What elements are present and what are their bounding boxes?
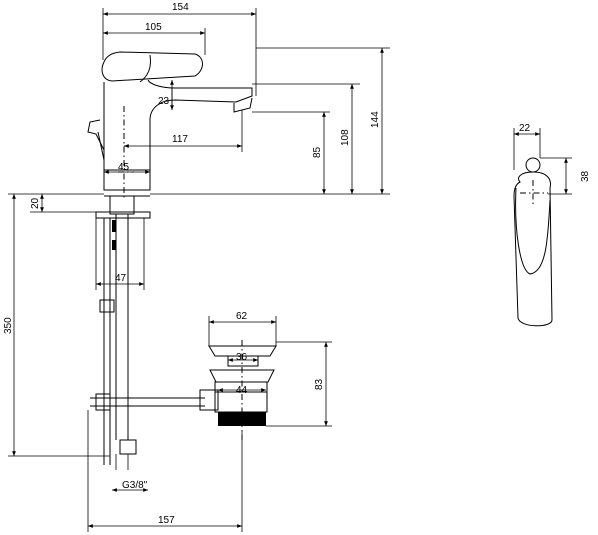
handle-front-view	[513, 128, 572, 327]
dim-117: 117	[172, 134, 188, 145]
dim-154: 154	[172, 2, 189, 13]
dim-36: 36	[236, 352, 248, 363]
dim-47: 47	[115, 273, 127, 284]
dim-38: 38	[580, 170, 591, 182]
supply-hoses	[90, 195, 205, 470]
dimension-labels: 154 105 23 117 45 85 108 144 20 350 47 6…	[3, 2, 591, 526]
dim-350: 350	[3, 317, 14, 334]
dim-45: 45	[118, 162, 130, 173]
dim-44: 44	[236, 385, 248, 396]
dim-144: 144	[370, 111, 381, 128]
dim-108: 108	[340, 129, 351, 146]
thread-size: G3/8"	[122, 480, 148, 491]
faucet-side-view	[87, 51, 253, 219]
dim-20: 20	[30, 197, 41, 209]
dim-157: 157	[158, 515, 175, 526]
dim-62: 62	[236, 311, 248, 322]
dim-105: 105	[145, 22, 162, 33]
dim-23: 23	[158, 96, 170, 107]
dimension-lines	[8, 8, 390, 532]
dim-85: 85	[312, 146, 323, 158]
dim-83: 83	[314, 378, 325, 390]
dim-22: 22	[519, 123, 531, 134]
